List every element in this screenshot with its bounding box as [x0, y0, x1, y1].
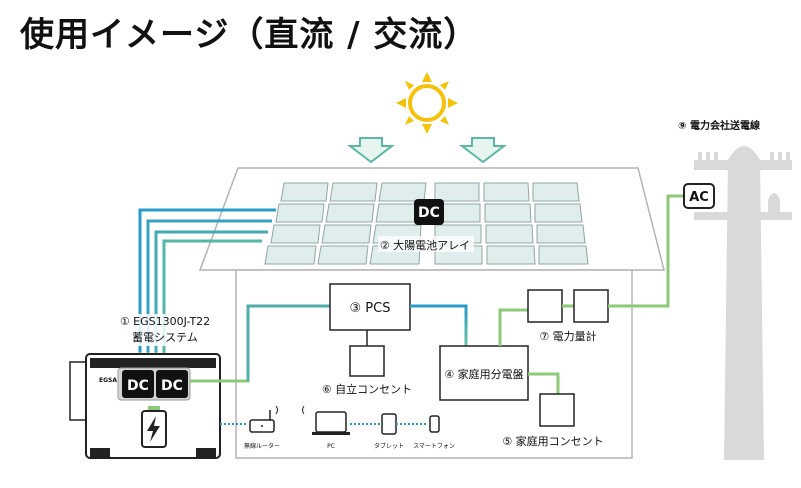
solar-array [264, 182, 589, 265]
router-icon [249, 405, 278, 433]
standalone-outlet-label: ⑥ 自立コンセント [322, 382, 412, 396]
grid-line-label: ⑨ 電力会社送電線 [678, 119, 760, 132]
sunlight-arrow-left [347, 137, 395, 164]
svg-text:EGSA..: EGSA.. [99, 377, 122, 384]
sunlight-arrow-right [459, 137, 507, 164]
distribution-board-label: ④ 家庭用分電盤 [444, 367, 523, 381]
home-outlet-box [539, 393, 575, 427]
pc-icon [302, 405, 350, 435]
distribution-board-box [439, 345, 529, 401]
power-meter-label: ⑦ 電力量計 [539, 329, 596, 343]
smartphone-icon [429, 415, 440, 433]
svg-text:DC: DC [418, 205, 440, 221]
utility-pole [694, 146, 792, 460]
ac-badge-pole [683, 183, 715, 209]
pcs-label: ③ PCS [350, 301, 391, 316]
solar-array-label: ② 大陽電池アレイ [380, 238, 470, 252]
power-meter-box-2 [573, 289, 609, 323]
ac-badge-label: AC [689, 190, 709, 205]
sun-icon [396, 72, 458, 134]
page-title: 使用イメージ（直流 / 交流） [20, 15, 479, 55]
router-label: 無線ルーター [244, 442, 280, 450]
tablet-icon [381, 413, 397, 435]
pc-label: PC [327, 443, 335, 450]
standalone-outlet-box [349, 345, 385, 377]
unit-dc-badge-left: DC [127, 378, 149, 394]
smartphone-label: スマートフォン [413, 443, 455, 450]
storage-system-name: 蓄電システム [132, 331, 198, 344]
dc-badge-solar: DC [414, 199, 444, 225]
storage-system-model: ① EGS1300J-T22 [120, 315, 210, 328]
home-outlet-label: ⑤ 家庭用コンセント [502, 434, 603, 448]
tablet-label: タブレット [374, 442, 404, 450]
battery-charge-icon [141, 406, 167, 448]
power-meter-box-1 [527, 289, 563, 323]
unit-dc-badge-right: DC [161, 378, 183, 394]
